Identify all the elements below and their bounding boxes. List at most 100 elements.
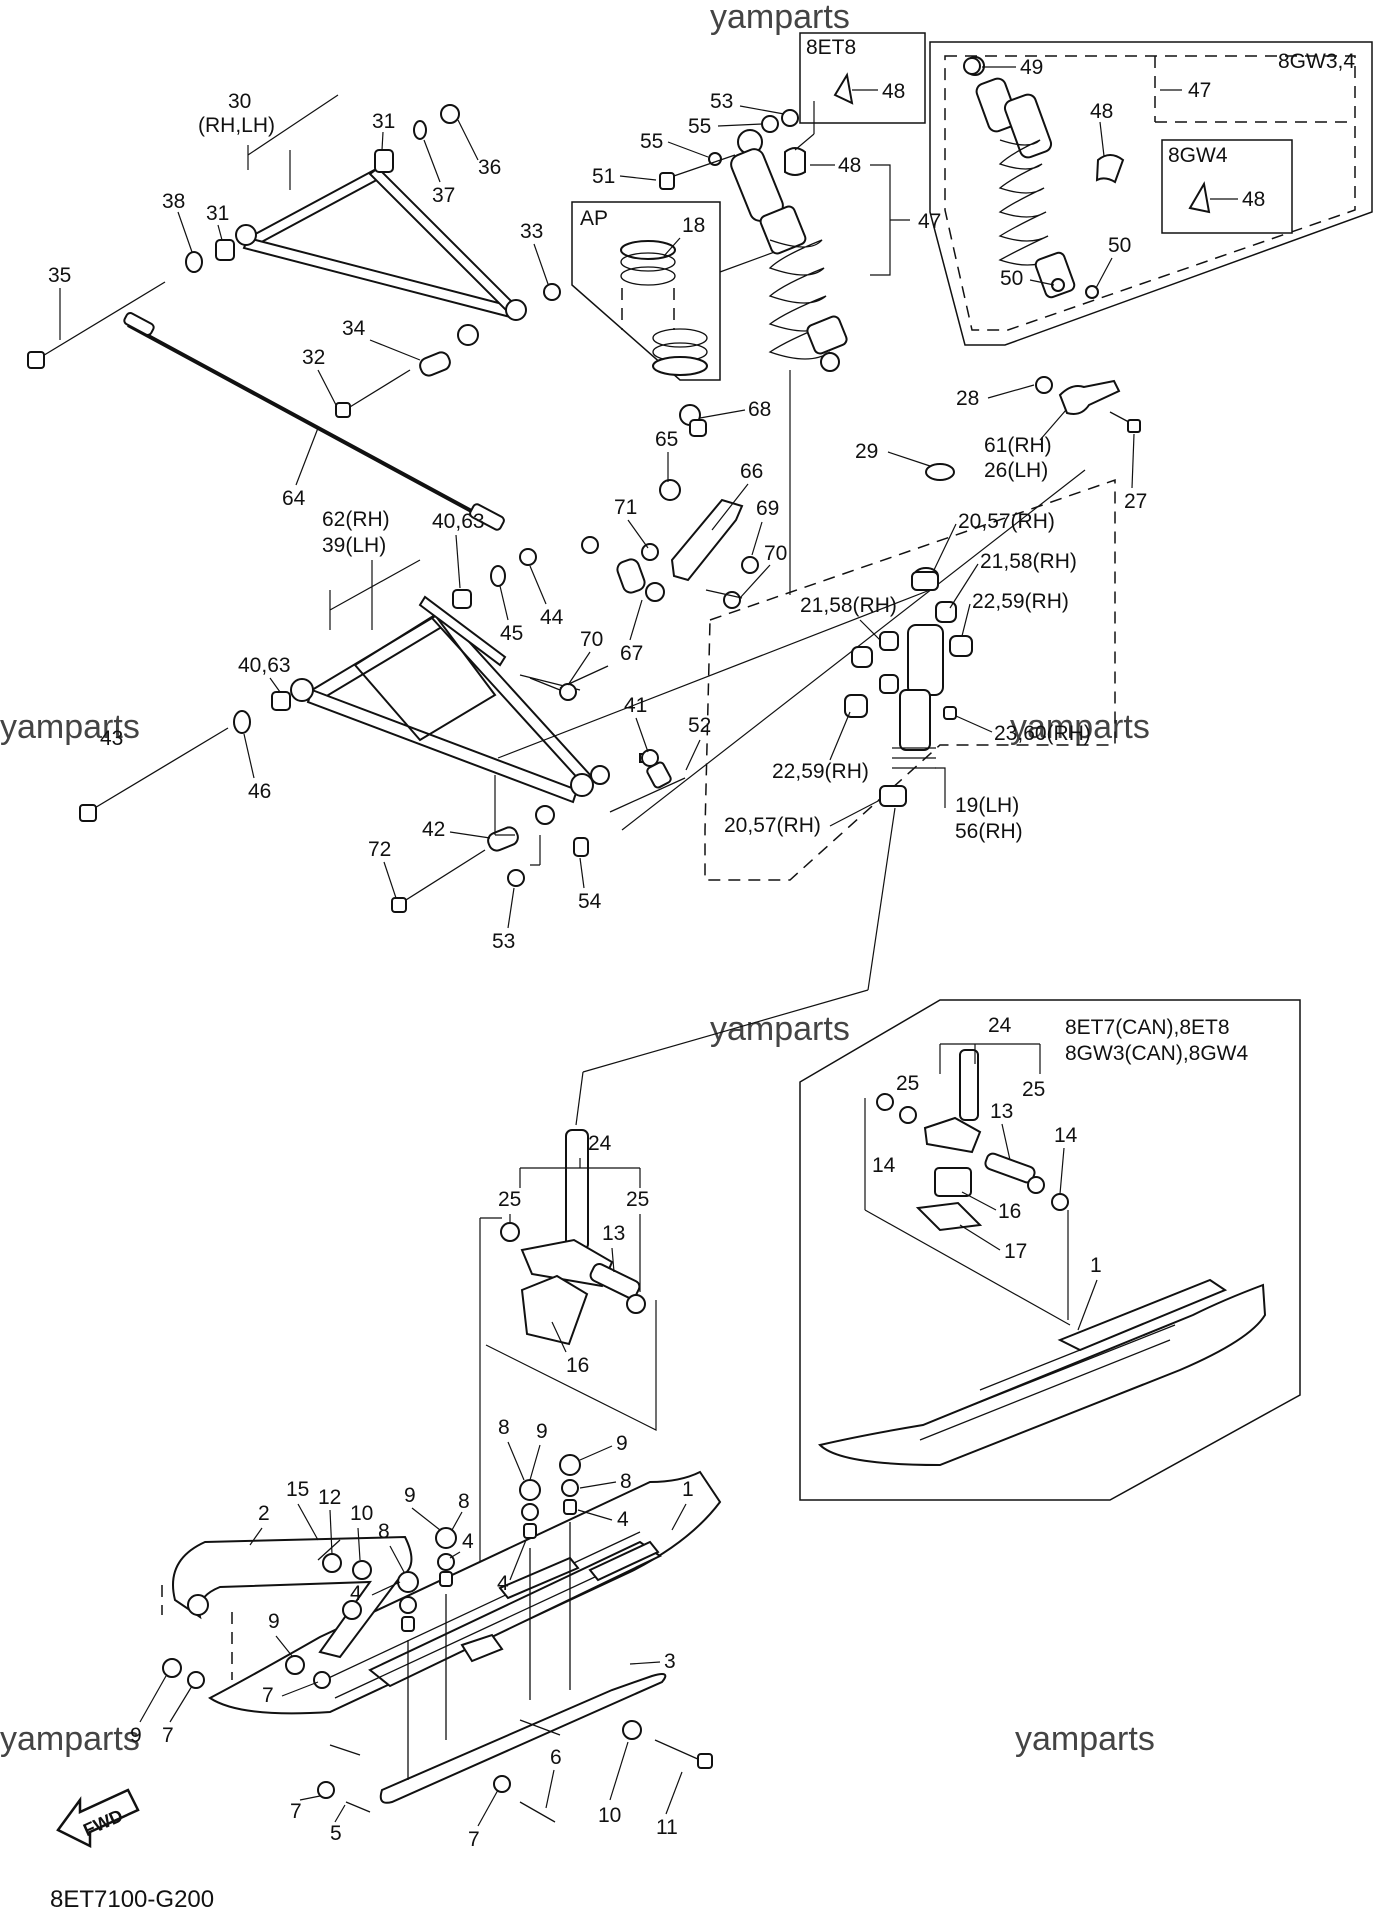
label-43: 43 [100,727,123,750]
label-17: 17 [1004,1240,1027,1263]
label-56: 56(RH) [955,820,1023,843]
label-8-d: 8 [620,1470,632,1493]
label-4-c: 4 [497,1572,509,1595]
label-8-b: 8 [458,1490,470,1513]
label-47: 47 [1188,79,1211,102]
label-7-b: 7 [162,1724,174,1747]
label-16-variant: 16 [998,1200,1021,1223]
label-35: 35 [48,264,71,287]
upper-a-arm [235,166,527,346]
label-67: 67 [620,642,643,665]
variants-line-2: 8GW3(CAN),8GW4 [1065,1042,1249,1065]
svg-text:8GW3,4: 8GW3,4 [1278,50,1355,73]
label-13: 13 [602,1222,625,1245]
label-46: 46 [248,780,271,803]
ski-hardware [162,1454,713,1823]
label-66: 66 [740,460,763,483]
label-21-58-upper: 21,58(RH) [980,550,1077,573]
label-28: 28 [956,387,979,410]
box-variant-ski [799,999,1301,1501]
label-54: 54 [578,890,602,913]
label-53: 53 [710,90,733,113]
label-55-upper: 55 [688,115,711,138]
svg-text:AP: AP [580,207,608,230]
label-4-d: 4 [617,1508,629,1531]
label-30-sub: (RH,LH) [198,114,275,137]
label-7-c: 7 [290,1800,302,1823]
label-10-a: 10 [350,1502,373,1525]
label-48-gw4: 48 [1242,188,1265,211]
label-29: 29 [855,440,878,463]
label-24-variant: 24 [988,1014,1012,1037]
label-27: 27 [1124,490,1147,513]
watermark-right-upper: yamparts [1010,708,1150,746]
label-30: 30 [228,90,251,113]
spindle [892,624,944,769]
label-12: 12 [318,1486,341,1509]
label-10-b: 10 [598,1804,621,1827]
label-14-variant-left: 14 [872,1154,896,1177]
label-25-variant-left: 25 [896,1072,919,1095]
label-25-variant-right: 25 [1022,1078,1045,1101]
ski-handle [172,1535,413,1659]
label-22-59-lower: 22,59(RH) [772,760,869,783]
svg-text:8ET8: 8ET8 [806,36,856,59]
label-4-b: 4 [462,1530,474,1553]
diagram-code: 8ET7100-G200 [50,1886,214,1913]
label-49: 49 [1020,56,1043,79]
label-2: 2 [258,1502,270,1525]
label-6: 6 [550,1746,562,1769]
label-8-c: 8 [498,1416,510,1439]
label-45: 45 [500,622,523,645]
lower-a-arm [290,595,610,825]
label-64: 64 [282,487,306,510]
watermark-top: yamparts [710,0,850,36]
label-26: 26(LH) [984,459,1048,482]
label-65: 65 [655,428,678,451]
fwd-arrow: FWD [56,1788,140,1849]
label-40-63-lower: 40,63 [238,654,291,677]
watermark-left-upper: yamparts [0,708,140,746]
label-50-right: 50 [1108,234,1131,257]
label-36: 36 [478,156,501,179]
stabilizer-bar [123,312,505,531]
label-41: 41 [624,694,647,717]
label-69: 69 [756,497,779,520]
label-51: 51 [592,165,615,188]
label-9-e: 9 [130,1724,142,1747]
label-70-upper: 70 [764,542,787,565]
label-42: 42 [422,818,445,841]
label-52: 52 [688,714,711,737]
label-20-57-lower: 20,57(RH) [724,814,821,837]
box-ap: AP 18 [571,201,721,381]
variants-line-1: 8ET7(CAN),8ET8 [1065,1016,1230,1039]
svg-text:8GW4: 8GW4 [1168,144,1228,167]
watermark-left-lower: yamparts [0,1720,140,1758]
label-62: 62(RH) [322,508,390,531]
label-71: 71 [614,496,637,519]
label-1-variant: 1 [1090,1254,1102,1277]
label-44: 44 [540,606,564,629]
label-3: 3 [664,1650,676,1673]
label-50-left: 50 [1000,267,1023,290]
label-31-top: 31 [372,110,395,133]
label-31-left: 31 [206,202,229,225]
lower-spindle [500,1129,646,1346]
label-68: 68 [748,398,771,421]
label-5: 5 [330,1822,342,1845]
label-33: 33 [520,220,543,243]
label-18: 18 [682,214,705,237]
label-21-58-lower: 21,58(RH) [800,594,897,617]
label-1: 1 [682,1478,694,1501]
label-61: 61(RH) [984,434,1052,457]
label-48-gw34: 48 [1090,100,1113,123]
label-15: 15 [286,1478,309,1501]
ski-variant [818,1049,1267,1467]
label-11: 11 [656,1816,678,1839]
label-13-variant: 13 [990,1100,1013,1123]
wear-bar [379,1673,667,1804]
spring-18 [620,240,708,376]
label-25-right: 25 [626,1188,649,1211]
label-40-63-upper: 40,63 [432,510,485,533]
